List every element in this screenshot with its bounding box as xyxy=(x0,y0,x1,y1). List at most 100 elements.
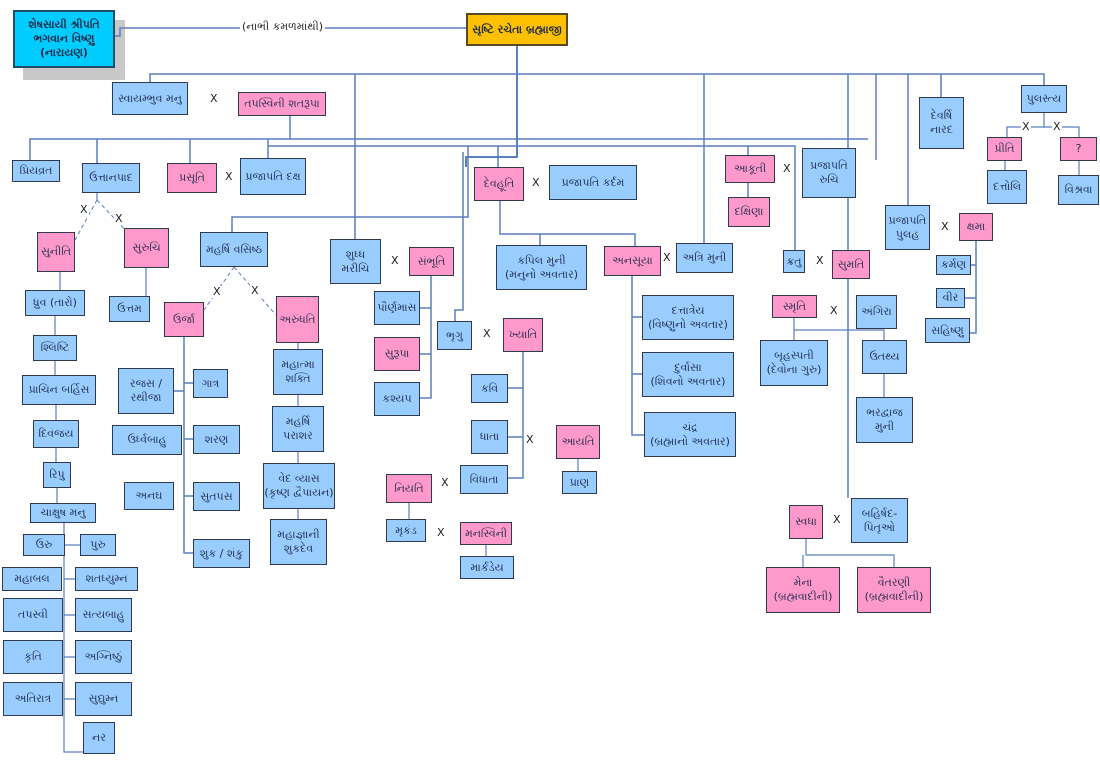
person-label-line: સુનીતિ xyxy=(40,245,72,259)
person-label-line: ઉરુ xyxy=(35,538,53,552)
person-gatra: ગાત્ર xyxy=(193,369,228,398)
person-label-line: મુની xyxy=(874,420,895,433)
person-label-line: મહાત્મા xyxy=(281,358,315,372)
person-label-line: ધાતા xyxy=(479,430,500,444)
person-sambhuti: સંભૂતિ xyxy=(409,247,454,276)
person-label-line: ઉત્તાનપાદ xyxy=(89,171,133,185)
person-label-line: રજસ / xyxy=(129,377,163,391)
person-barhishad: બહિર્ષદ-પિતૃઓ xyxy=(851,498,908,543)
person-sutapas: સુતપસ xyxy=(193,482,240,511)
person-label-line: વીર xyxy=(942,291,959,305)
connector-line xyxy=(29,138,868,160)
person-label-line: વૈતરણી xyxy=(877,576,911,590)
person-ruchi: પ્રજાપતિરુચિ xyxy=(802,148,856,198)
person-narad: દેવર્ષિનારદ xyxy=(919,97,964,149)
connector-line xyxy=(54,316,58,503)
person-label-line: (દેવોના ગુરુ) xyxy=(766,363,822,376)
person-label-line: રિપુ xyxy=(49,468,65,482)
person-kapil: કપિલ મુની(મનુનો અવતાર) xyxy=(496,245,587,290)
person-anagh: અનઘ xyxy=(124,482,174,510)
marriage-marker: X xyxy=(782,162,792,175)
person-label-line: (નારાયણ) xyxy=(40,45,88,59)
marriage-marker: X xyxy=(1021,120,1031,133)
person-label-line: તપસ્વિની શતરૂપા xyxy=(244,97,320,111)
person-dakshina: દક્ષિણા xyxy=(728,197,770,227)
person-ripu: રિપુ xyxy=(43,462,71,488)
person-label-line: દક્ષિણા xyxy=(734,205,764,219)
person-label-line: સુરૂપા xyxy=(384,347,410,361)
person-label-line: ઉતથ્ય xyxy=(869,350,900,364)
connector-line xyxy=(965,241,977,334)
person-label-line: મૃકંડ xyxy=(395,523,417,537)
person-shatadyumna: શતધ્યુમ્ન xyxy=(75,567,138,591)
person-uttam: ઉત્તમ xyxy=(109,296,150,322)
person-kshama: ક્ષમા xyxy=(959,213,993,241)
person-anasuya: અનસૂયા xyxy=(604,246,661,276)
person-bruhaspati: બૃહસ્પતી(દેવોના ગુરુ) xyxy=(760,340,828,386)
person-smruti: સ્મૃતિ xyxy=(772,295,817,318)
person-satyabahu: સત્યબાહુ xyxy=(75,598,132,632)
person-chakshush: ચાક્ષુષ મનુ xyxy=(30,503,96,523)
connector-line xyxy=(793,318,885,397)
person-pran: પ્રાણ xyxy=(562,471,597,494)
person-label-line: શક્તિ xyxy=(285,372,311,385)
person-label-line: સુમતિ xyxy=(837,257,865,271)
person-label-line: પ્રાણ xyxy=(569,475,590,489)
person-vishrava: વિશ્રવા xyxy=(1058,175,1099,205)
person-sudyumna: સુદ્યુમ્ન xyxy=(75,682,132,716)
person-label-line: ઉર્ધ્વબાહુ xyxy=(127,433,167,447)
person-dhata: ધાતા xyxy=(471,420,508,454)
connector-line xyxy=(96,199,131,236)
marriage-marker: X xyxy=(390,254,400,267)
person-label-line: ચંદ્ર xyxy=(682,420,698,434)
connector-line xyxy=(74,199,98,241)
person-atiratra: અતિરાત્ર xyxy=(3,682,63,716)
person-niyati: નિયતિ xyxy=(386,474,432,503)
person-angira: અંગિરા xyxy=(856,295,897,329)
person-paurnamas: પૌર્ણમાસ xyxy=(374,291,420,325)
person-sharan: શરણ xyxy=(193,425,240,454)
person-sumati: સુમતિ xyxy=(832,250,870,279)
person-label-line: દેવર્ષિ xyxy=(930,109,953,123)
connector-line xyxy=(465,46,518,167)
person-label-line: કૃતિ xyxy=(24,650,42,664)
person-kruti: કૃતિ xyxy=(3,640,63,674)
person-kashyap: કશ્યપ xyxy=(374,382,420,416)
person-vishnu: શેષસાયી શ્રીપતિભગવાન વિષ્ણુ(નારાયણ) xyxy=(13,10,115,68)
person-label-line: અગ્નિષ્ઠું xyxy=(84,650,123,664)
person-nar: નર xyxy=(83,722,115,754)
person-label-line: ભૃગુ xyxy=(446,328,463,342)
person-dattatreya: દત્તાત્રેય(વિષ્ણુનો અવતાર) xyxy=(642,295,734,340)
person-mrukand: મૃકંડ xyxy=(386,519,426,542)
person-dhruv: ધ્રુવ (તારો) xyxy=(25,290,85,316)
person-label-line: કશ્યપ xyxy=(382,392,412,406)
person-devahuti: દેવહૂતિ xyxy=(474,167,524,201)
person-suruchi: સુરુચિ xyxy=(124,228,169,268)
person-label-line: પુરુ xyxy=(90,538,106,552)
person-label-line: (બ્રહ્મવાદીની) xyxy=(864,590,924,603)
person-label-line: પ્રાચિન બર્હિસ xyxy=(28,383,90,397)
person-label-line: પિતૃઓ xyxy=(864,520,895,534)
person-bhrugu: ભૃગુ xyxy=(437,321,472,350)
person-label-line: દત્તોલિ xyxy=(992,180,1022,194)
marriage-marker: X xyxy=(815,254,825,267)
person-arundhati: અરુંધતિ xyxy=(276,296,319,343)
person-label-line: પ્રીતિ xyxy=(994,142,1015,156)
person-label-line: પૌર્ણમાસ xyxy=(377,301,417,315)
person-label-line: કપિલ મુની xyxy=(517,253,566,267)
person-pulastya: પુલસ્ત્ય xyxy=(1021,85,1067,113)
person-label-line: (કૃષ્ણ દ્વૈપાયન) xyxy=(264,486,334,499)
person-label-line: (વિષ્ણુનો અવતાર) xyxy=(648,317,728,331)
person-shukdev: મહાજ્ઞાનીશુકદેવ xyxy=(270,519,327,565)
marriage-marker: X xyxy=(114,212,124,225)
person-label-line: પ્રજાપતિ xyxy=(888,213,927,227)
connector-line xyxy=(631,276,644,436)
person-label-line: વિશ્રવા xyxy=(1064,183,1093,197)
person-label-line: સુતપસ xyxy=(200,489,233,503)
person-label-line: પુલહ xyxy=(895,227,920,241)
marriage-marker: X xyxy=(1052,120,1062,133)
connector-line xyxy=(63,523,83,753)
connector-line xyxy=(508,352,524,479)
person-urdhvabahu: ઉર્ધ્વબાહુ xyxy=(112,425,182,455)
person-utathya: ઉતથ્ય xyxy=(862,340,907,374)
